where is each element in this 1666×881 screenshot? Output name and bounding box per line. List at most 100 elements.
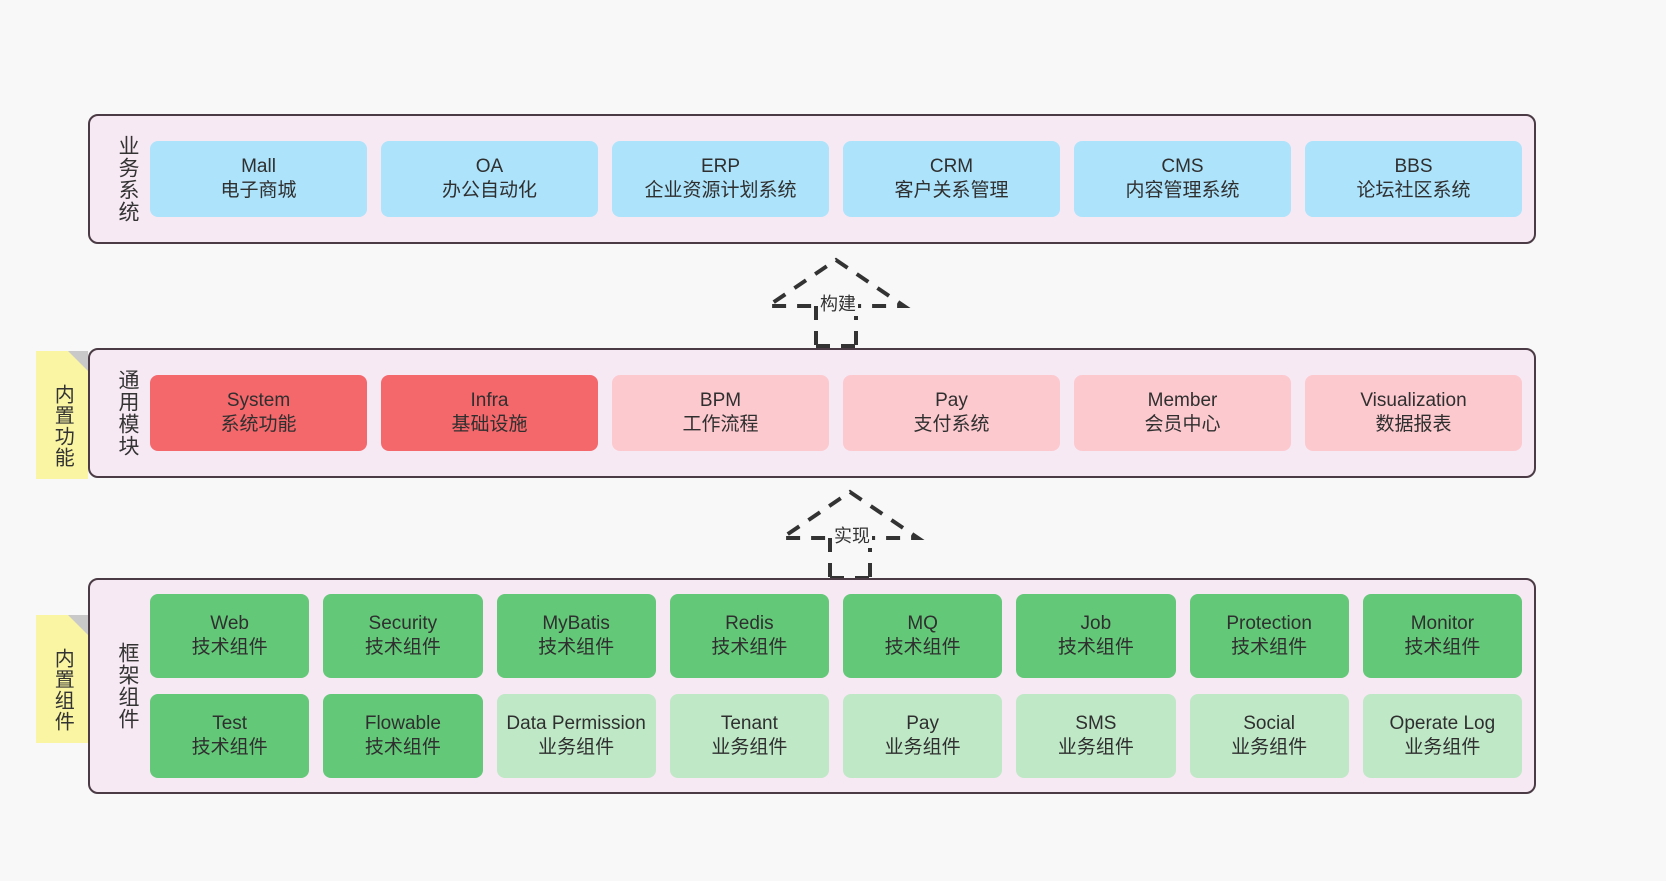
component-name-cn: 技术组件 <box>364 737 441 758</box>
module-member[interactable]: Member 会员中心 <box>1074 375 1291 451</box>
component-name-cn: 技术组件 <box>1057 637 1134 658</box>
common-module-row: System 系统功能 Infra 基础设施 BPM 工作流程 Pay 支付系统… <box>150 375 1522 451</box>
module-pay[interactable]: Pay 支付系统 <box>843 375 1060 451</box>
sticky-fold-icon <box>68 351 88 371</box>
module-name-en: CMS <box>1161 155 1204 177</box>
module-name-en: Member <box>1147 389 1218 411</box>
component-name-en: Pay <box>906 712 939 734</box>
layer-common-body: System 系统功能 Infra 基础设施 BPM 工作流程 Pay 支付系统… <box>138 350 1534 476</box>
component-name-cn: 业务组件 <box>884 737 961 758</box>
component-data-permission[interactable]: Data Permission 业务组件 <box>496 694 656 778</box>
component-name-en: Monitor <box>1410 612 1475 634</box>
component-name-cn: 业务组件 <box>1404 737 1481 758</box>
business-module-row: Mall 电子商城 OA 办公自动化 ERP 企业资源计划系统 CRM 客户关系… <box>150 141 1522 217</box>
component-mq[interactable]: MQ 技术组件 <box>843 594 1003 678</box>
module-name-cn: 办公自动化 <box>441 180 537 201</box>
component-name-en: Security <box>368 612 438 634</box>
component-name-en: Web <box>210 612 249 634</box>
component-name-en: Data Permission <box>506 712 646 734</box>
component-operate-log[interactable]: Operate Log 业务组件 <box>1362 694 1522 778</box>
module-name-cn: 系统功能 <box>220 414 297 435</box>
component-name-cn: 技术组件 <box>191 637 268 658</box>
module-name-cn: 支付系统 <box>913 414 990 435</box>
component-name-cn: 技术组件 <box>1231 637 1308 658</box>
module-infra[interactable]: Infra 基础设施 <box>381 375 598 451</box>
connector-implement-label: 实现 <box>832 522 872 548</box>
framework-business-row: Test 技术组件 Flowable 技术组件 Data Permission … <box>150 694 1522 778</box>
sticky-note-builtin-features[interactable]: 内置功能 <box>36 351 88 479</box>
module-system[interactable]: System 系统功能 <box>150 375 367 451</box>
layer-framework-components[interactable]: 框架组件 Web 技术组件 Security 技术组件 MyBatis 技术组件… <box>88 578 1536 794</box>
component-name-cn: 业务组件 <box>538 737 615 758</box>
component-sms[interactable]: SMS 业务组件 <box>1016 694 1176 778</box>
layer-framework-title: 框架组件 <box>116 642 139 730</box>
module-mall[interactable]: Mall 电子商城 <box>150 141 367 217</box>
module-name-en: Mall <box>241 155 276 177</box>
component-name-cn: 技术组件 <box>884 637 961 658</box>
module-erp[interactable]: ERP 企业资源计划系统 <box>612 141 829 217</box>
component-name-en: Protection <box>1226 612 1312 634</box>
module-name-en: BBS <box>1394 155 1433 177</box>
sticky-fold-icon <box>68 615 88 635</box>
component-redis[interactable]: Redis 技术组件 <box>669 594 829 678</box>
component-name-en: Social <box>1243 712 1295 734</box>
component-name-en: Tenant <box>720 712 778 734</box>
module-bpm[interactable]: BPM 工作流程 <box>612 375 829 451</box>
module-name-cn: 电子商城 <box>220 180 297 201</box>
module-name-cn: 会员中心 <box>1144 414 1221 435</box>
module-cms[interactable]: CMS 内容管理系统 <box>1074 141 1291 217</box>
module-name-en: Pay <box>935 389 968 411</box>
module-crm[interactable]: CRM 客户关系管理 <box>843 141 1060 217</box>
component-name-cn: 技术组件 <box>538 637 615 658</box>
component-name-en: Flowable <box>364 712 441 734</box>
component-name-cn: 业务组件 <box>711 737 788 758</box>
component-tenant[interactable]: Tenant 业务组件 <box>669 694 829 778</box>
module-name-cn: 论坛社区系统 <box>1356 180 1471 201</box>
component-mybatis[interactable]: MyBatis 技术组件 <box>496 594 656 678</box>
component-web[interactable]: Web 技术组件 <box>150 594 310 678</box>
component-job[interactable]: Job 技术组件 <box>1016 594 1176 678</box>
layer-business-title: 业务系统 <box>116 135 139 223</box>
component-security[interactable]: Security 技术组件 <box>323 594 483 678</box>
sticky-note-label: 内置组件 <box>51 648 74 732</box>
component-name-en: Operate Log <box>1389 712 1496 734</box>
module-visualization[interactable]: Visualization 数据报表 <box>1305 375 1522 451</box>
connector-implement: 实现 <box>770 489 930 580</box>
component-name-cn: 业务组件 <box>1057 737 1134 758</box>
component-name-cn: 技术组件 <box>191 737 268 758</box>
component-social[interactable]: Social 业务组件 <box>1189 694 1349 778</box>
module-name-en: Infra <box>470 389 509 411</box>
component-monitor[interactable]: Monitor 技术组件 <box>1362 594 1522 678</box>
component-name-en: SMS <box>1075 712 1117 734</box>
component-test[interactable]: Test 技术组件 <box>150 694 310 778</box>
component-name-en: MQ <box>907 612 938 634</box>
connector-build: 构建 <box>756 257 916 348</box>
layer-business-body: Mall 电子商城 OA 办公自动化 ERP 企业资源计划系统 CRM 客户关系… <box>138 116 1534 242</box>
module-name-en: OA <box>475 155 504 177</box>
component-name-en: Test <box>212 712 248 734</box>
component-flowable[interactable]: Flowable 技术组件 <box>323 694 483 778</box>
module-oa[interactable]: OA 办公自动化 <box>381 141 598 217</box>
module-name-cn: 基础设施 <box>451 414 528 435</box>
framework-tech-row: Web 技术组件 Security 技术组件 MyBatis 技术组件 Redi… <box>150 594 1522 678</box>
layer-framework-body: Web 技术组件 Security 技术组件 MyBatis 技术组件 Redi… <box>138 580 1534 792</box>
component-name-cn: 技术组件 <box>711 637 788 658</box>
sticky-note-builtin-components[interactable]: 内置组件 <box>36 615 88 743</box>
layer-business-systems[interactable]: 业务系统 Mall 电子商城 OA 办公自动化 ERP 企业资源计划系统 CRM… <box>88 114 1536 244</box>
component-name-en: Job <box>1080 612 1112 634</box>
module-name-en: CRM <box>929 155 974 177</box>
module-name-cn: 内容管理系统 <box>1125 180 1240 201</box>
module-name-cn: 客户关系管理 <box>894 180 1009 201</box>
component-pay[interactable]: Pay 业务组件 <box>843 694 1003 778</box>
framework-grid: Web 技术组件 Security 技术组件 MyBatis 技术组件 Redi… <box>150 594 1522 778</box>
sticky-note-label: 内置功能 <box>51 384 74 468</box>
module-name-cn: 数据报表 <box>1375 414 1452 435</box>
module-bbs[interactable]: BBS 论坛社区系统 <box>1305 141 1522 217</box>
module-name-en: System <box>226 389 291 411</box>
component-protection[interactable]: Protection 技术组件 <box>1189 594 1349 678</box>
layer-common-modules[interactable]: 通用模块 System 系统功能 Infra 基础设施 BPM 工作流程 Pay… <box>88 348 1536 478</box>
module-name-en: BPM <box>699 389 742 411</box>
component-name-cn: 技术组件 <box>1404 637 1481 658</box>
connector-build-label: 构建 <box>818 290 858 316</box>
module-name-cn: 工作流程 <box>682 414 759 435</box>
